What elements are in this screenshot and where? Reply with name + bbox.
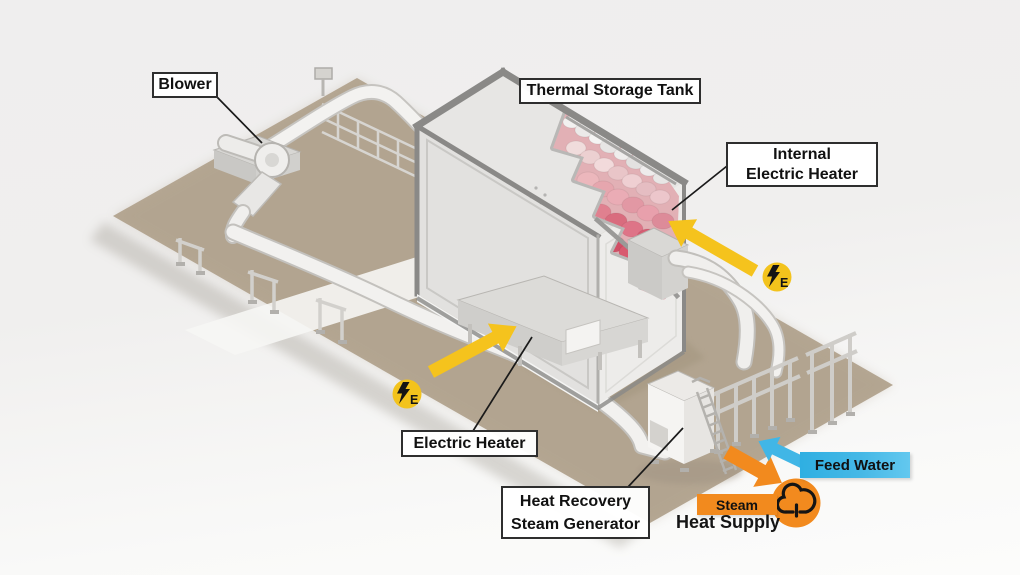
electricity-letter: E: [410, 393, 418, 407]
lightning-bolt-icon: [767, 265, 780, 287]
hrsg-unit: [646, 370, 738, 475]
right-side-pipes: [667, 249, 786, 379]
upper-pipe-run: [254, 84, 432, 160]
electricity-arrow-external: [427, 323, 517, 378]
internal-electric-heater-line1: Internal: [773, 145, 831, 163]
electricity-arrow-internal: [668, 219, 759, 277]
steam-cloud-icon: [775, 482, 817, 518]
feed-water-arrow: [758, 436, 811, 471]
blower-leader: [215, 95, 263, 144]
electric-heater-leader: [472, 336, 533, 432]
steam-out-arrow: [723, 445, 782, 487]
heat-recovery-steam-generator-callout: Heat Recovery Steam Generator: [501, 486, 650, 539]
steam-tag: Steam: [697, 494, 777, 515]
electric-heater-callout: Electric Heater: [401, 430, 538, 457]
internal-heater-leader: [671, 165, 728, 211]
hrsg-leader: [627, 427, 684, 488]
blower-callout: Blower: [152, 72, 218, 98]
thermal-storage-tank-callout-text: Thermal Storage Tank: [526, 82, 694, 99]
hrsg-line2: Steam Generator: [511, 515, 640, 533]
lightning-bolt-icon: [397, 382, 410, 404]
thermal-storage-tank-callout: Thermal Storage Tank: [519, 78, 701, 104]
feed-water-tag-text: Feed Water: [814, 456, 896, 474]
blower-callout-text: Blower: [158, 76, 212, 93]
heat-supply-badge: [771, 478, 821, 528]
steam-tag-text: Steam: [715, 496, 759, 513]
heat-supply-label: Heat Supply: [676, 512, 781, 532]
feed-water-tag: Feed Water: [800, 452, 910, 478]
ground-shadow: [90, 222, 641, 548]
internal-electric-heater-callout: Internal Electric Heater: [726, 142, 878, 187]
callout-leader-lines: [215, 95, 728, 488]
right-support-frames: [709, 331, 858, 452]
hrsg-line1: Heat Recovery: [519, 492, 632, 510]
electric-heater-callout-text: Electric Heater: [413, 434, 526, 452]
electricity-letter: E: [780, 276, 788, 290]
internal-electric-heater-line2: Electric Heater: [745, 165, 859, 183]
pipe-clamp: [314, 67, 333, 96]
electric-heater-unit: [456, 275, 650, 370]
electricity-icon-external: E: [392, 379, 422, 409]
electricity-icon-internal: E: [762, 262, 792, 292]
hrsg-shadow: [638, 460, 742, 484]
